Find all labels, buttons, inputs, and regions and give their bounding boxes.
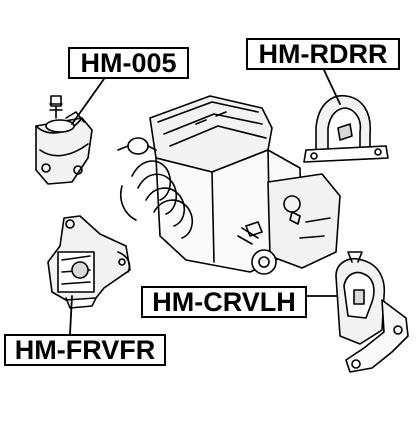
leader-lines: [69, 69, 341, 335]
mount-hm-rdrr: [303, 95, 389, 163]
mount-hm-frvfr: [47, 215, 131, 309]
label-hm-rdrr: HM-RDRR: [246, 38, 400, 70]
label-hm-005: HM-005: [68, 47, 189, 79]
label-hm-frvfr: HM-FRVFR: [4, 334, 166, 366]
leader-hm-rdrr: [323, 69, 341, 105]
engine-illustration: [117, 95, 341, 275]
mount-hm-005: [35, 95, 93, 185]
label-hm-crvlh: HM-CRVLH: [141, 286, 307, 318]
leader-hm-005: [71, 78, 105, 125]
leader-hm-frvfr: [69, 295, 73, 335]
mount-hm-crvlh: [335, 251, 409, 373]
